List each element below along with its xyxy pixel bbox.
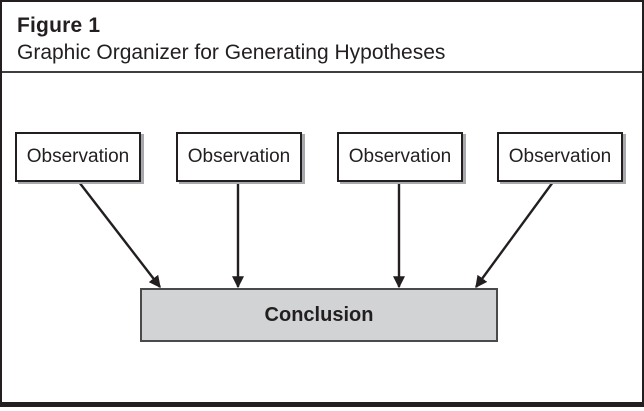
conclusion-box: Conclusion bbox=[140, 288, 498, 342]
conclusion-label: Conclusion bbox=[264, 303, 374, 326]
diagram-canvas: Observation Observation Observation Obse… bbox=[2, 73, 642, 402]
observation-box-2: Observation bbox=[176, 132, 302, 182]
observation-label: Observation bbox=[508, 146, 612, 167]
arrows-svg bbox=[78, 181, 554, 289]
figure-label: Figure 1 bbox=[17, 14, 101, 37]
observation-box-4: Observation bbox=[497, 132, 623, 182]
arrow-observation-1-to-conclusion bbox=[78, 181, 161, 288]
observation-label: Observation bbox=[187, 146, 291, 167]
observation-label: Observation bbox=[348, 146, 452, 167]
figure-header: Figure 1 Graphic Organizer for Generatin… bbox=[2, 2, 642, 73]
observation-box-3: Observation bbox=[337, 132, 463, 182]
arrow-observation-4-to-conclusion bbox=[475, 181, 554, 288]
observation-label: Observation bbox=[26, 146, 130, 167]
arrow-layer bbox=[78, 181, 554, 289]
figure-title: Graphic Organizer for Generating Hypothe… bbox=[17, 41, 446, 64]
observation-box-1: Observation bbox=[15, 132, 141, 182]
